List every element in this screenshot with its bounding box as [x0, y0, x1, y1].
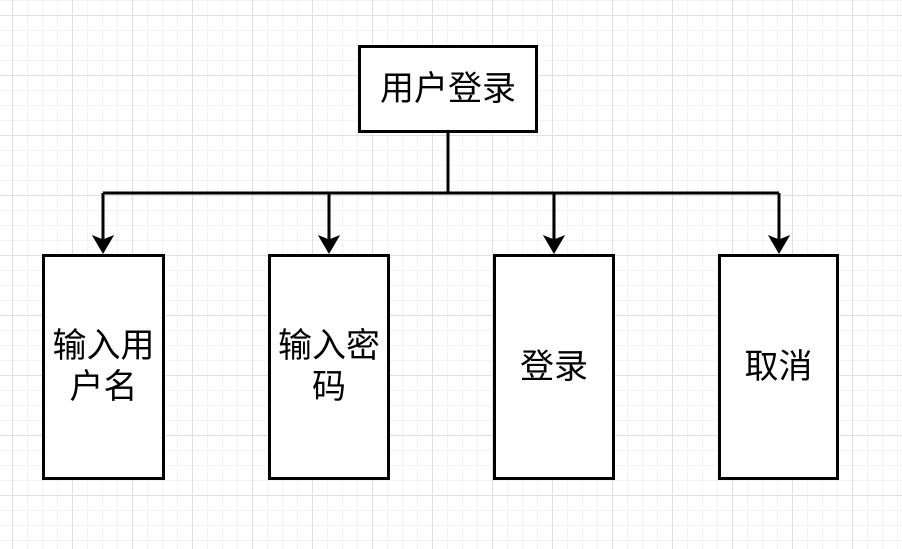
node-enter-password-label: 输入密码: [278, 327, 380, 406]
edge-to-enter-username[interactable]: [91, 193, 115, 254]
arrowhead-icon: [767, 234, 791, 254]
arrowhead-icon: [317, 234, 341, 254]
node-enter-password[interactable]: 输入密码: [268, 254, 390, 480]
arrowhead-icon: [91, 234, 115, 254]
node-enter-username[interactable]: 输入用户名: [42, 254, 165, 480]
edge-to-login[interactable]: [542, 193, 566, 254]
node-login[interactable]: 登录: [493, 254, 615, 480]
node-cancel[interactable]: 取消: [718, 254, 839, 480]
node-enter-username-label: 输入用户名: [52, 327, 155, 406]
node-cancel-label: 取消: [744, 347, 813, 386]
edge-to-enter-password[interactable]: [317, 193, 341, 254]
node-login-label: 登录: [520, 347, 588, 386]
node-user-login[interactable]: 用户登录: [358, 45, 538, 133]
arrowhead-icon: [542, 234, 566, 254]
node-user-login-label: 用户登录: [380, 69, 516, 108]
edge-to-cancel[interactable]: [767, 193, 791, 254]
